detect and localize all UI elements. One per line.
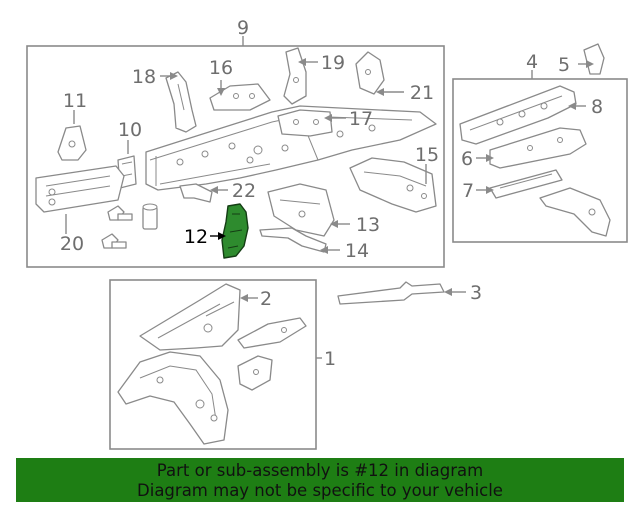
part-2-panel	[139, 283, 241, 351]
part-22-bracket	[179, 183, 213, 203]
callout-21: 21	[410, 82, 434, 104]
callout-4: 4	[526, 51, 538, 73]
callout-20: 20	[60, 233, 84, 255]
callout-8: 8	[591, 96, 603, 118]
callout-3: 3	[470, 282, 482, 304]
group-box-4	[452, 78, 628, 243]
callout-15: 15	[415, 144, 439, 166]
part-20-rail-end	[35, 165, 125, 213]
callout-1: 1	[324, 348, 336, 370]
banner-line-1: Part or sub-assembly is #12 in diagram	[156, 461, 484, 480]
box1-bracket-upper	[237, 317, 307, 349]
part-12-highlighted[interactable]	[221, 203, 249, 259]
leader-lines	[65, 36, 594, 359]
spacer-part	[142, 203, 158, 230]
frame-rail-part	[145, 105, 437, 191]
callout-18: 18	[132, 66, 156, 88]
info-banner: Part or sub-assembly is #12 in diagram D…	[16, 458, 624, 502]
callout-9: 9	[237, 17, 249, 39]
part-18-bracket	[165, 71, 197, 133]
bolt-part	[101, 205, 133, 249]
callout-6: 6	[461, 148, 473, 170]
part-6-rail	[489, 127, 587, 169]
part-17-bracket	[277, 109, 333, 137]
callout-7: 7	[462, 180, 474, 202]
part-16-bracket	[209, 83, 271, 111]
callout-10: 10	[118, 119, 142, 141]
part-3-strip	[337, 281, 445, 305]
callout-13: 13	[356, 214, 380, 236]
part-15-assembly	[349, 157, 437, 213]
callout-16: 16	[209, 57, 233, 79]
box1-bracket-lower	[237, 355, 273, 391]
part-7-rail	[489, 169, 563, 199]
part-13-bracket	[267, 183, 335, 237]
callout-19: 19	[321, 52, 345, 74]
callout-5: 5	[558, 54, 570, 76]
group-box-1	[109, 279, 317, 450]
part-5-bracket	[583, 43, 605, 75]
callout-11: 11	[63, 90, 87, 112]
box4-lower-bracket	[539, 187, 611, 237]
callout-17: 17	[349, 108, 373, 130]
callout-12: 12	[184, 226, 208, 248]
part-11-bracket	[57, 125, 87, 161]
callout-2: 2	[260, 288, 272, 310]
part-19-bracket	[283, 47, 307, 105]
wheelhouse-assembly	[117, 351, 229, 445]
part-8-rail	[459, 85, 577, 145]
banner-line-2: Diagram may not be specific to your vehi…	[137, 481, 503, 500]
callout-14: 14	[345, 240, 369, 262]
group-box-9	[26, 45, 445, 268]
callout-22: 22	[232, 180, 256, 202]
part-21-bracket	[355, 51, 385, 95]
